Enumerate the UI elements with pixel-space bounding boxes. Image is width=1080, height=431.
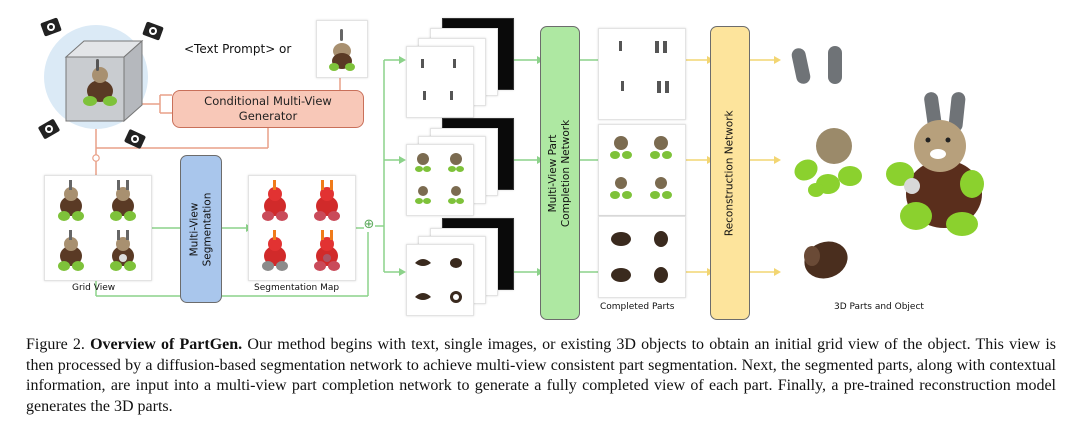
camera-icon	[142, 21, 164, 41]
segmentation-label-line1: Multi-View	[188, 202, 201, 256]
segmentation-map-image	[248, 175, 356, 281]
multi-view-part-completion-network-box: Multi-View Part Completion Network	[540, 26, 580, 320]
completed-part-body	[598, 124, 686, 216]
input-3d-object-cube	[44, 25, 148, 129]
part-view-body	[406, 144, 474, 216]
part-view-ears	[406, 46, 474, 118]
multi-view-segmentation-box: Multi-View Segmentation	[180, 155, 222, 303]
3d-parts-and-object-render	[791, 46, 984, 279]
camera-icon	[40, 17, 62, 37]
completion-label-line2: Completion Network	[560, 119, 573, 227]
camera-icon	[124, 129, 146, 149]
input-image-thumbnail	[316, 20, 368, 78]
completion-label-line1: Multi-View Part	[547, 134, 560, 212]
concat-plus-node: ⊕	[363, 217, 375, 232]
camera-icon	[38, 119, 60, 139]
conditional-multi-view-generator-box: Conditional Multi-View Generator	[172, 90, 364, 128]
grid-view-image	[44, 175, 152, 281]
3d-parts-and-object-label: 3D Parts and Object	[834, 302, 924, 312]
segmentation-label-line2: Segmentation	[201, 192, 213, 266]
caption-title: Overview of PartGen.	[90, 336, 243, 353]
caption-body: Our method begins with text, single imag…	[26, 336, 1057, 415]
segmentation-map-label: Segmentation Map	[254, 283, 340, 293]
generator-label-line2: Generator	[238, 109, 298, 123]
text-prompt-label: <Text Prompt> or	[184, 42, 292, 56]
reconstruction-label: Reconstruction Network	[723, 110, 736, 236]
figure-caption: Figure 2. Overview of PartGen. Our metho…	[26, 335, 1056, 417]
completed-part-ears	[598, 28, 686, 120]
grid-view-label: Grid View	[72, 283, 116, 293]
reconstruction-network-box: Reconstruction Network	[710, 26, 750, 320]
join-node	[92, 154, 100, 162]
part-view-torso	[406, 244, 474, 316]
caption-prefix: Figure 2.	[26, 336, 91, 353]
flow-connectors	[92, 56, 781, 297]
completed-part-torso	[598, 216, 686, 298]
generator-label-line1: Conditional Multi-View	[204, 94, 332, 108]
completed-parts-label: Completed Parts	[600, 302, 675, 312]
